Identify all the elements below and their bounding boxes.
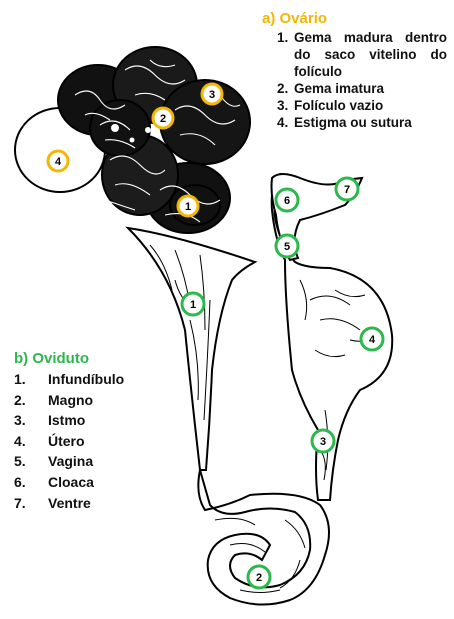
ovary-legend: a) Ovário 1.Gema madura dentro do saco v… (262, 10, 447, 131)
ovary-marker-3: 3 (202, 84, 222, 104)
list-item: 4.Útero (14, 431, 164, 452)
oviduct-marker-7: 7 (336, 178, 358, 200)
list-item: 2.Magno (14, 390, 164, 411)
ovary-marker-1: 1 (178, 196, 198, 216)
item-text: Útero (48, 431, 85, 452)
item-text: Estigma ou sutura (294, 114, 447, 131)
oviduct-marker-2-label: 2 (256, 572, 262, 584)
ovary-marker-3-label: 3 (209, 89, 215, 101)
oviduct-marker-5-label: 5 (284, 241, 290, 253)
oviduct-marker-1: 1 (182, 293, 204, 315)
ovary-marker-4-label: 4 (55, 156, 62, 168)
item-number: 4. (277, 114, 294, 131)
item-text: Magno (48, 390, 93, 411)
list-item: 7.Ventre (14, 493, 164, 514)
oviduct-marker-3: 3 (312, 430, 334, 452)
list-item: 6.Cloaca (14, 472, 164, 493)
oviduct-marker-6: 6 (276, 189, 298, 211)
item-number: 6. (14, 472, 48, 493)
oviduct-marker-1-label: 1 (190, 299, 196, 311)
item-number: 5. (14, 451, 48, 472)
list-item: 5.Vagina (14, 451, 164, 472)
oviduct-marker-4-label: 4 (369, 334, 376, 346)
item-number: 2. (14, 390, 48, 411)
ovary-marker-1-label: 1 (185, 201, 191, 213)
oviduct-marker-2: 2 (248, 566, 270, 588)
ovary-marker-4: 4 (48, 151, 68, 171)
oviduct-marker-4: 4 (361, 328, 383, 350)
oviduct-marker-5: 5 (276, 235, 298, 257)
ovary-legend-list: 1.Gema madura dentro do saco vitelino do… (262, 29, 447, 131)
item-number: 2. (277, 80, 294, 97)
item-text: Gema imatura (294, 80, 447, 97)
item-text: Infundíbulo (48, 369, 124, 390)
list-item: 1.Infundíbulo (14, 369, 164, 390)
list-item: 3.Istmo (14, 410, 164, 431)
list-item: 3.Folículo vazio (262, 97, 447, 114)
ovary-marker-2: 2 (153, 108, 173, 128)
item-number: 1. (14, 369, 48, 390)
item-number: 7. (14, 493, 48, 514)
item-text: Gema madura dentro do saco vitelino do f… (294, 29, 447, 80)
item-text: Istmo (48, 410, 85, 431)
oviduct-legend-title: b) Oviduto (14, 350, 164, 367)
list-item: 4.Estigma ou sutura (262, 114, 447, 131)
ovary-legend-title: a) Ovário (262, 10, 447, 27)
oviduct-marker-3-label: 3 (320, 436, 326, 448)
list-item: 2.Gema imatura (262, 80, 447, 97)
item-text: Cloaca (48, 472, 94, 493)
item-number: 1. (277, 29, 294, 80)
item-number: 3. (277, 97, 294, 114)
oviduct-drawing (128, 174, 392, 605)
oviduct-legend-list: 1.Infundíbulo 2.Magno 3.Istmo 4.Útero 5.… (14, 369, 164, 513)
ovary-marker-2-label: 2 (160, 113, 166, 125)
item-text: Folículo vazio (294, 97, 447, 114)
item-number: 3. (14, 410, 48, 431)
oviduct-legend: b) Oviduto 1.Infundíbulo 2.Magno 3.Istmo… (14, 350, 164, 513)
item-number: 4. (14, 431, 48, 452)
oviduct-marker-7-label: 7 (344, 184, 350, 196)
item-text: Vagina (48, 451, 93, 472)
item-text: Ventre (48, 493, 91, 514)
oviduct-marker-6-label: 6 (284, 195, 290, 207)
list-item: 1.Gema madura dentro do saco vitelino do… (262, 29, 447, 80)
